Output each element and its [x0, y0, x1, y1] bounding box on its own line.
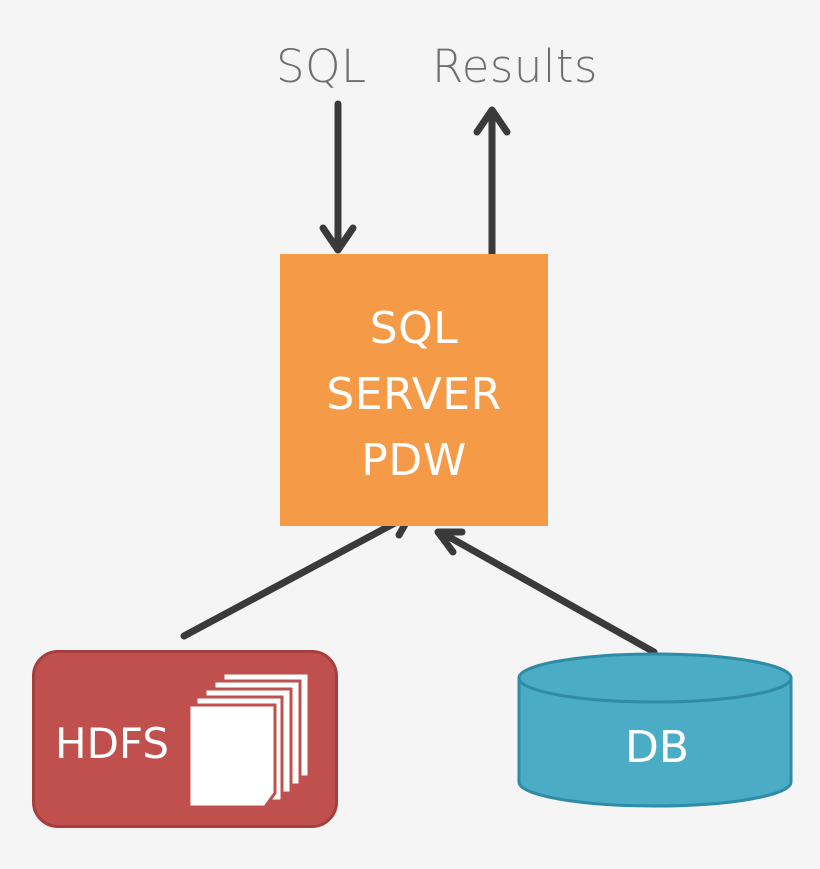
sql-query-label: SQL: [276, 40, 367, 93]
arrowhead-db-to-pdw: [434, 528, 466, 556]
arrow-db-to-pdw: [438, 529, 658, 656]
arrow-hdfs-to-pdw: [180, 512, 412, 640]
pdw-line-1: SQL: [369, 303, 459, 354]
pdw-line-3: PDW: [361, 435, 467, 486]
db-cylinder-icon: [517, 652, 793, 808]
hdfs-source-box: HDFS: [32, 650, 338, 828]
arrowhead-sql-to-pdw: [319, 224, 357, 254]
pdw-line-2: SERVER: [326, 369, 502, 420]
db-label: DB: [625, 722, 690, 773]
results-label: Results: [432, 40, 598, 93]
arrowhead-pdw-to-results: [473, 106, 511, 136]
document-stack-icon: [187, 671, 311, 809]
hdfs-label: HDFS: [55, 719, 170, 768]
sql-server-pdw-box: SQL SERVER PDW: [280, 254, 548, 526]
